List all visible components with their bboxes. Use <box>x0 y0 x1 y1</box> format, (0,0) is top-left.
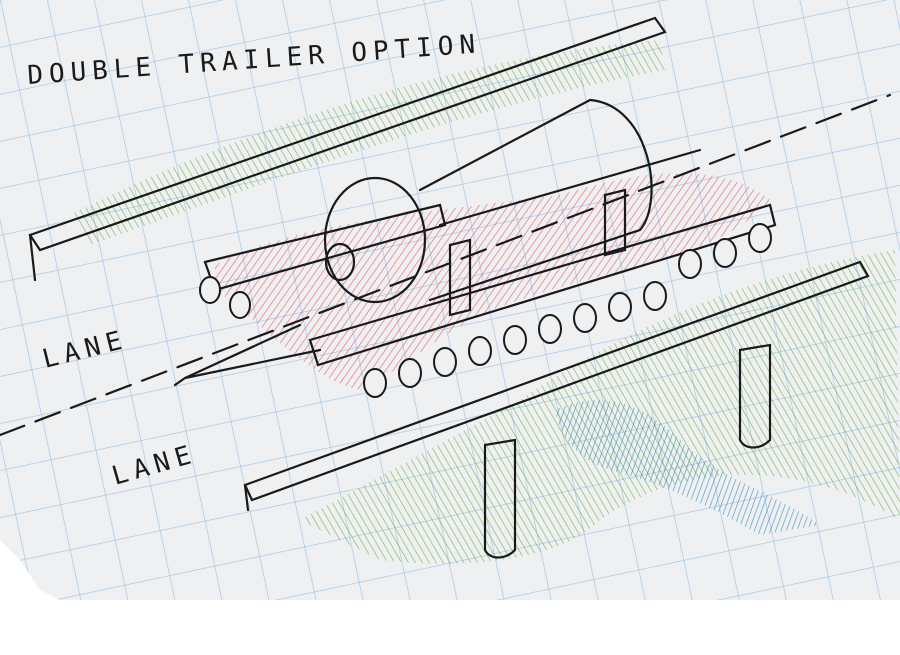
trailer-deck-main <box>308 148 777 367</box>
ink-drawing <box>0 16 892 559</box>
graph-paper-sketch: DOUBLE TRAILER OPTION LANE LANE <box>0 0 900 600</box>
load-hatching <box>215 173 770 390</box>
bridge-pier <box>483 343 772 559</box>
guardrail-far <box>28 16 667 282</box>
water-hatching <box>555 400 820 535</box>
drawbar <box>173 323 322 387</box>
turbine-hub <box>323 176 427 304</box>
trailer-wheels <box>199 223 772 398</box>
lane-centerline <box>0 93 892 437</box>
guardrail-near <box>243 260 870 512</box>
